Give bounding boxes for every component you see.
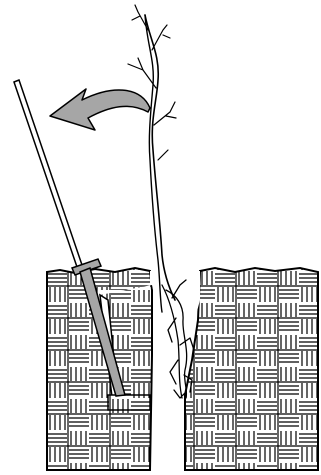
soil-block-right <box>185 268 318 470</box>
soil-block-left <box>47 268 152 470</box>
insertion-arrow-icon <box>50 89 150 130</box>
slot-ledge <box>108 395 150 410</box>
